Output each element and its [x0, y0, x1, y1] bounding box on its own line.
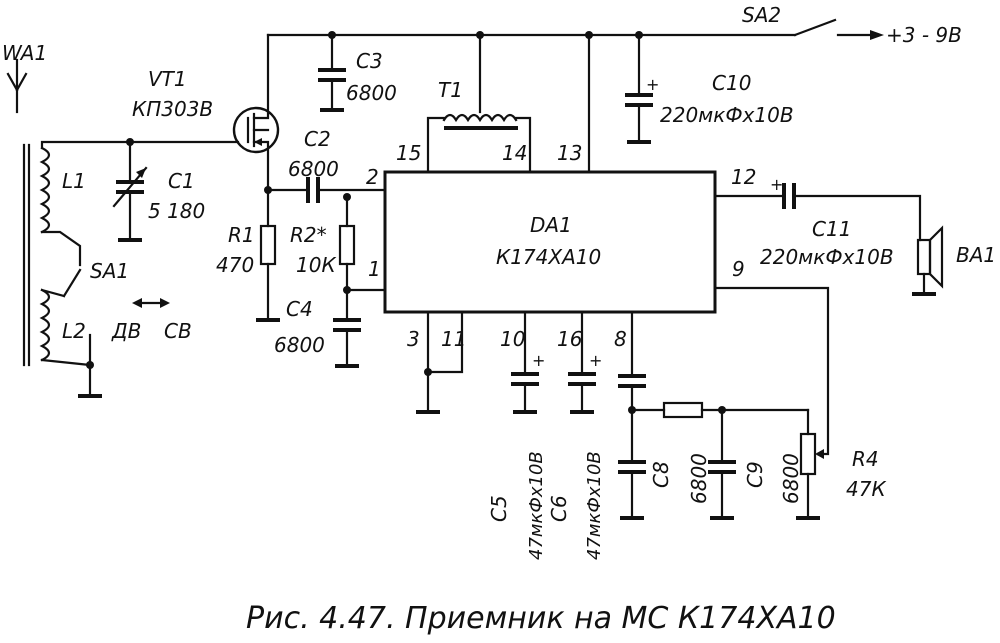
l1-label: L1 [62, 169, 86, 193]
vt1-type: КП303В [132, 97, 213, 121]
pin9-label: 9 [732, 257, 745, 281]
c2-ref: C2 [304, 127, 331, 151]
pin3-label: 3 [407, 327, 420, 351]
antenna-label: WA1 [2, 41, 47, 65]
c1-value: 5 180 [148, 199, 205, 223]
speaker-label: BA1 [956, 243, 996, 267]
r1-resistor [256, 186, 280, 322]
pin1-label: 1 [368, 257, 381, 281]
pin12-label: 12 [731, 165, 756, 189]
pin8-filter [618, 310, 810, 520]
c10-ref: C10 [712, 71, 751, 95]
c3-ref: C3 [356, 49, 383, 73]
c11-capacitor: + [713, 175, 922, 242]
vt1-transistor [232, 33, 280, 192]
pin10-label: 10 [500, 327, 525, 351]
c4-value: 6800 [274, 333, 325, 357]
r4-value: 47К [846, 477, 886, 501]
svg-text:+: + [646, 75, 659, 94]
r4-potentiometer [713, 286, 830, 520]
figure-caption: Рис. 4.47. Приемник на МС К174ХА10 [246, 601, 836, 636]
c5-capacitor: + [511, 310, 545, 414]
c5-value: 47мкФх10В [526, 451, 547, 560]
r2-value: 10К [296, 253, 336, 277]
pin15-label: 15 [396, 141, 421, 165]
pin8-label: 8 [614, 327, 627, 351]
c1-ref: C1 [168, 169, 195, 193]
l2-label: L2 [62, 319, 86, 343]
c4-ref: C4 [286, 297, 313, 321]
c6-value: 47мкФх10В [584, 451, 605, 560]
sa2-label: SA2 [742, 3, 781, 27]
r2-resistor [338, 195, 387, 320]
sa1-sv-label: СВ [164, 319, 192, 343]
wa1-antenna [6, 58, 28, 114]
t1-transformer [426, 33, 532, 174]
r1-ref: R1 [228, 223, 255, 247]
vt1-ref: VT1 [148, 67, 187, 91]
pin16-label: 16 [557, 327, 582, 351]
l1-l2-coils [22, 140, 132, 398]
c11-value: 220мкФх10В [760, 245, 894, 269]
sa1-dv-label: ДВ [111, 319, 141, 343]
svg-text:+: + [589, 351, 602, 370]
c6-ref: C6 [547, 495, 571, 522]
r1-value: 470 [216, 253, 254, 277]
supply-voltage-label: +3 - 9В [886, 23, 962, 47]
svg-text:+: + [532, 351, 545, 370]
pin3-pin11-ground [416, 310, 464, 414]
sa1-label: SA1 [90, 259, 129, 283]
c9-value: 6800 [779, 453, 803, 504]
c6-capacitor: + [568, 310, 602, 414]
ba1-speaker [912, 225, 944, 296]
c5-ref: C5 [487, 495, 511, 522]
c4-capacitor [333, 318, 361, 368]
c11-ref: C11 [812, 217, 851, 241]
c1-variable-capacitor [112, 138, 148, 242]
ic-type: К174ХА10 [496, 245, 601, 269]
power-rail [266, 18, 884, 40]
c8-ref: C8 [649, 461, 673, 488]
c10-capacitor: + [625, 33, 659, 144]
pin14-label: 14 [502, 141, 527, 165]
c9-ref: C9 [743, 461, 767, 488]
c3-capacitor [318, 33, 346, 112]
c2-capacitor [266, 177, 387, 203]
ic-ref: DA1 [530, 213, 572, 237]
da1-ic-body [383, 170, 717, 314]
pin2-label: 2 [366, 165, 379, 189]
sa1-arrow [132, 298, 170, 308]
pin13-label: 13 [557, 141, 582, 165]
svg-text:+: + [770, 175, 783, 194]
c3-value: 6800 [346, 81, 397, 105]
t1-label: T1 [438, 78, 463, 102]
c8-value: 6800 [687, 453, 711, 504]
c10-value: 220мкФх10В [660, 103, 794, 127]
r2-ref: R2* [290, 223, 327, 247]
r4-ref: R4 [852, 447, 879, 471]
c2-value: 6800 [288, 157, 339, 181]
